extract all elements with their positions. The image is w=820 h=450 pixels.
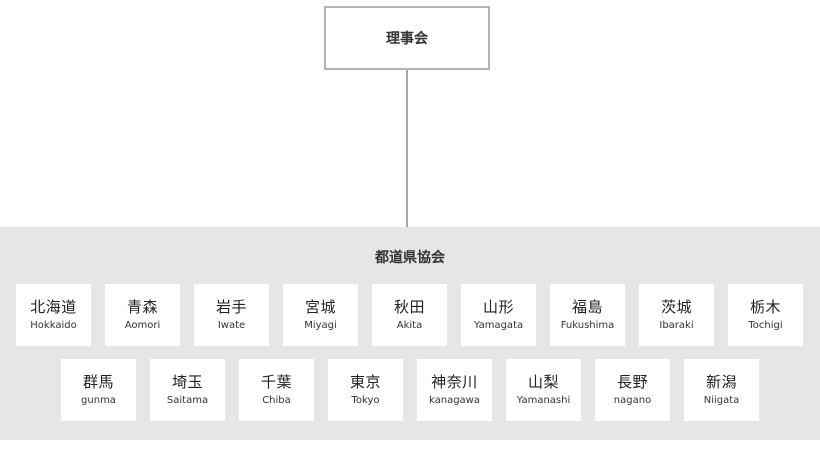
association-name-ja: 神奈川	[431, 373, 478, 391]
association-name-en: Miyagi	[304, 320, 337, 331]
association-card-kanagawa[interactable]: 神奈川 kanagawa	[417, 359, 492, 421]
association-card-ibaraki[interactable]: 茨城 Ibaraki	[639, 284, 714, 346]
association-name-ja: 山梨	[527, 373, 559, 391]
association-card-akita[interactable]: 秋田 Akita	[372, 284, 447, 346]
association-name-en: Fukushima	[560, 320, 615, 331]
association-name-en: Yamanashi	[516, 395, 571, 406]
association-name-ja: 山形	[482, 298, 514, 316]
association-card-tochigi[interactable]: 栃木 Tochigi	[728, 284, 803, 346]
association-card-miyagi[interactable]: 宮城 Miyagi	[283, 284, 358, 346]
associations-row-1: 北海道 Hokkaido 青森 Aomori 岩手 Iwate 宮城 Miyag…	[16, 284, 803, 346]
association-card-fukushima[interactable]: 福島 Fukushima	[550, 284, 625, 346]
association-name-ja: 秋田	[393, 298, 425, 316]
association-name-en: gunma	[81, 395, 116, 406]
association-name-ja: 茨城	[660, 298, 692, 316]
association-card-hokkaido[interactable]: 北海道 Hokkaido	[16, 284, 91, 346]
association-name-ja: 群馬	[82, 373, 114, 391]
association-name-en: Akita	[396, 320, 423, 331]
association-name-ja: 岩手	[215, 298, 247, 316]
association-name-en: Ibaraki	[659, 320, 694, 331]
association-name-ja: 北海道	[30, 298, 77, 316]
connector-line	[406, 70, 408, 227]
association-name-en: nagano	[613, 395, 652, 406]
association-name-en: Tochigi	[748, 320, 783, 331]
association-card-iwate[interactable]: 岩手 Iwate	[194, 284, 269, 346]
association-name-ja: 青森	[126, 298, 158, 316]
association-card-niigata[interactable]: 新潟 Niigata	[684, 359, 759, 421]
board-node[interactable]: 理事会	[324, 6, 490, 70]
association-card-aomori[interactable]: 青森 Aomori	[105, 284, 180, 346]
association-card-tokyo[interactable]: 東京 Tokyo	[328, 359, 403, 421]
association-name-ja: 千葉	[260, 373, 292, 391]
association-name-ja: 長野	[616, 373, 648, 391]
association-card-gunma[interactable]: 群馬 gunma	[61, 359, 136, 421]
association-name-en: Hokkaido	[30, 320, 77, 331]
association-name-ja: 栃木	[749, 298, 781, 316]
association-name-en: Yamagata	[473, 320, 524, 331]
association-name-en: Chiba	[262, 395, 291, 406]
association-name-en: Iwate	[217, 320, 246, 331]
association-card-saitama[interactable]: 埼玉 Saitama	[150, 359, 225, 421]
association-card-nagano[interactable]: 長野 nagano	[595, 359, 670, 421]
associations-row-2: 群馬 gunma 埼玉 Saitama 千葉 Chiba 東京 Tokyo 神奈…	[61, 359, 759, 421]
association-card-chiba[interactable]: 千葉 Chiba	[239, 359, 314, 421]
association-name-en: Saitama	[166, 395, 209, 406]
association-name-ja: 新潟	[705, 373, 737, 391]
board-label: 理事会	[386, 31, 428, 47]
association-name-ja: 福島	[571, 298, 603, 316]
association-name-en: Tokyo	[351, 395, 380, 406]
association-name-ja: 宮城	[304, 298, 336, 316]
association-name-ja: 東京	[349, 373, 381, 391]
association-name-en: kanagawa	[429, 395, 480, 406]
association-card-yamagata[interactable]: 山形 Yamagata	[461, 284, 536, 346]
association-name-en: Aomori	[124, 320, 161, 331]
associations-title: 都道県協会	[375, 250, 445, 266]
association-name-ja: 埼玉	[171, 373, 203, 391]
association-name-en: Niigata	[703, 395, 740, 406]
association-card-yamanashi[interactable]: 山梨 Yamanashi	[506, 359, 581, 421]
